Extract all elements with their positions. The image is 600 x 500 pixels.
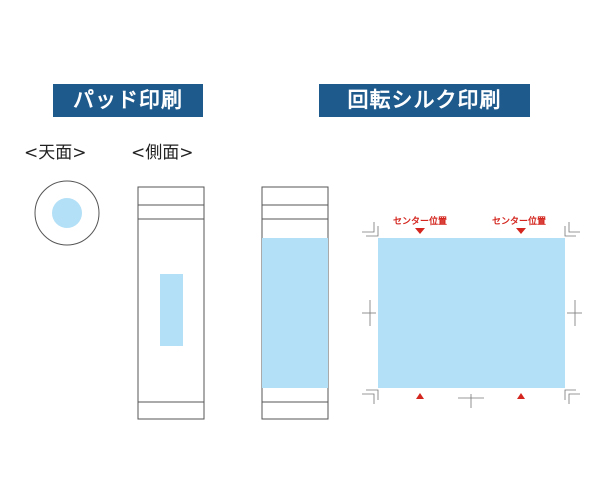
center-marker-top-right (516, 228, 526, 234)
side-view-label: <側面> (131, 143, 194, 163)
center-label-right: センター位置 (492, 215, 546, 227)
top-view-label: <天面> (24, 143, 87, 163)
top-view (34, 180, 100, 246)
rotary-silk-printing-heading: 回転シルク印刷 (319, 84, 530, 117)
top-view-print-area (52, 198, 82, 228)
side-view-silk (261, 186, 329, 420)
silk-print-area (262, 238, 328, 388)
unrolled-print-fill (378, 238, 565, 388)
center-marker-bottom-right (517, 393, 525, 399)
unrolled-print-area: センター位置 センター位置 (362, 215, 582, 408)
center-label-left: センター位置 (393, 215, 447, 227)
center-marker-top-left (415, 228, 425, 234)
side-view-pad (137, 186, 205, 420)
pad-print-area (160, 274, 183, 346)
crop-marks (362, 222, 582, 408)
center-marker-bottom-left (416, 393, 424, 399)
pad-printing-heading: パッド印刷 (53, 84, 203, 117)
